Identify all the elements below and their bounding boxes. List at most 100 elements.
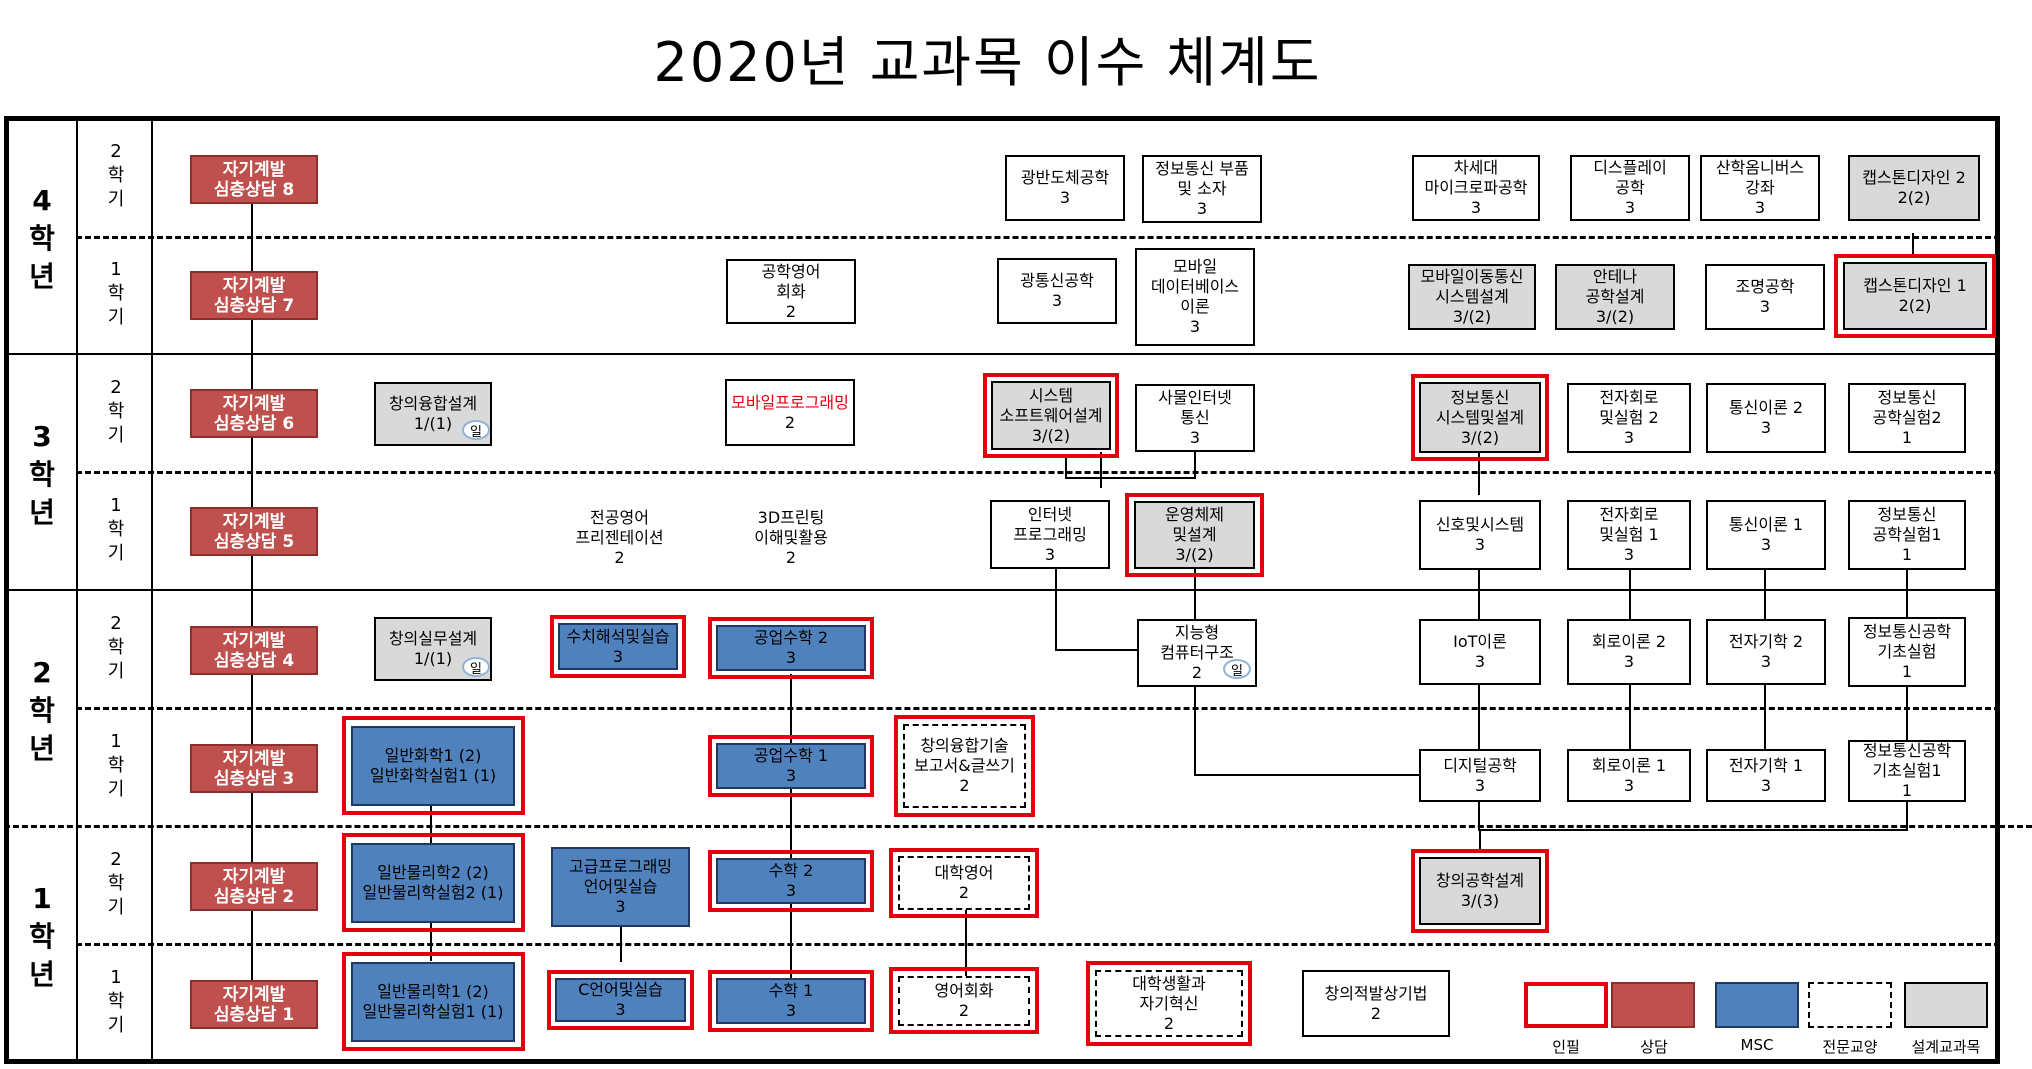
legend-design-label: 설계교과목 [1911, 1038, 1981, 1056]
course-info-sys-design[interactable]: 정보통신 시스템및설계 3/(2) [1419, 382, 1541, 453]
course-capstone1[interactable]: 캡스톤디자인 1 2(2) [1843, 262, 1987, 330]
required-outline [1834, 254, 1996, 338]
course-photonic-semi[interactable]: 광반도체공학 3 [1005, 155, 1125, 221]
course-mobile-db[interactable]: 모바일 데이터베이스 이론 3 [1135, 248, 1255, 346]
course-mobile-prog-name: 모바일프로그래밍 [731, 392, 849, 412]
course-college-life[interactable]: 대학생활과 자기혁신 2 [1095, 970, 1243, 1037]
required-outline [342, 833, 525, 932]
semester-label: 2 학 기 [107, 377, 125, 446]
course-numerical[interactable]: 수치해석및실습 3 [558, 623, 678, 670]
course-elec-lab1[interactable]: 전자회로 및실험 1 3 [1567, 500, 1691, 570]
required-outline [1411, 374, 1549, 461]
course-optical-comm[interactable]: 광통신공학 3 [997, 258, 1117, 324]
course-industry-omnibus[interactable]: 산학옴니버스 강좌 3 [1700, 155, 1820, 221]
legend-liberal-swatch [1808, 982, 1892, 1028]
course-mobile-prog[interactable]: 모바일프로그래밍 2 [725, 379, 855, 446]
course-3d-printing[interactable]: 3D프린팅 이해및활용 2 [754, 508, 828, 567]
semester-label: 1 학 기 [107, 731, 125, 800]
course-circuit1[interactable]: 회로이론 1 3 [1567, 749, 1691, 802]
course-c-lang[interactable]: C언어및실습 3 [555, 978, 686, 1022]
semester-label: 1 학 기 [107, 259, 125, 328]
course-digital-eng[interactable]: 디지털공학 3 [1419, 749, 1541, 802]
course-comm-theory2[interactable]: 통신이론 2 3 [1706, 383, 1826, 453]
course-counsel-2[interactable]: 자기계발 심층상담 2 [190, 862, 318, 911]
required-outline [894, 715, 1035, 817]
course-em2[interactable]: 전자기학 2 3 [1706, 619, 1826, 685]
semester-label: 1 학 기 [107, 495, 125, 564]
semester-divider [76, 707, 2000, 710]
course-eng-math2[interactable]: 공업수학 2 3 [716, 625, 866, 671]
course-eng-conv-engineering[interactable]: 공학영어 회화 2 [726, 259, 856, 324]
course-elec-lab2[interactable]: 전자회로 및실험 2 3 [1567, 383, 1691, 453]
course-sys-software[interactable]: 시스템 소프트웨어설계 3/(2) [991, 381, 1111, 450]
required-outline [342, 716, 525, 815]
semester-label: 1 학 기 [107, 967, 125, 1036]
course-lighting[interactable]: 조명공학 3 [1705, 264, 1825, 330]
legend-required-label: 인필 [1552, 1038, 1580, 1056]
required-outline [708, 850, 874, 912]
year-divider-dashed [4, 825, 2032, 828]
year-divider [4, 589, 2000, 591]
course-creative-fusion-design[interactable]: 창의융합설계 1/(1) [374, 382, 492, 446]
course-phys2[interactable]: 일반물리학2 (2) 일반물리학실험2 (1) [351, 843, 515, 923]
course-em1[interactable]: 전자기학 1 3 [1706, 749, 1826, 802]
semester-divider [76, 943, 2000, 946]
course-info-basic-lab1[interactable]: 정보통신공학 기초실험1 1 [1848, 740, 1966, 802]
course-chem1[interactable]: 일반화학1 (2) 일반화학실험1 (1) [351, 726, 515, 806]
required-outline [1086, 961, 1252, 1046]
course-math2[interactable]: 수학 2 3 [716, 858, 866, 904]
course-mobile-prog-credit: 2 [784, 412, 796, 432]
course-iot-comm[interactable]: 사물인터넷 통신 3 [1135, 384, 1255, 452]
course-counsel-6[interactable]: 자기계발 심층상담 6 [190, 389, 318, 438]
legend-counsel-label: 상담 [1640, 1038, 1668, 1056]
course-circuit2[interactable]: 회로이론 2 3 [1567, 619, 1691, 685]
course-counsel-8[interactable]: 자기계발 심층상담 8 [190, 155, 318, 204]
course-info-basic-lab[interactable]: 정보통신공학 기초실험 1 [1848, 617, 1966, 687]
year-label-2: 2 학 년 [29, 656, 55, 765]
course-college-english[interactable]: 대학영어 2 [898, 856, 1030, 910]
semester-divider [76, 236, 2000, 239]
course-os-design[interactable]: 운영체제 및설계 3/(2) [1134, 501, 1255, 569]
course-english-conv[interactable]: 영어회화 2 [898, 976, 1030, 1026]
course-info-parts[interactable]: 정보통신 부품 및 소자 3 [1142, 155, 1262, 223]
course-counsel-5[interactable]: 자기계발 심층상담 5 [190, 507, 318, 556]
course-comm-theory1[interactable]: 통신이론 1 3 [1706, 500, 1826, 570]
course-info-lab1[interactable]: 정보통신 공학실험1 1 [1848, 500, 1966, 570]
semester-label: 2 학 기 [107, 141, 125, 210]
legend-liberal-label: 전문교양 [1822, 1038, 1878, 1056]
semester-divider [76, 471, 2000, 474]
required-outline [550, 615, 686, 678]
course-eng-presentation[interactable]: 전공영어 프리젠테이션 2 [575, 508, 664, 567]
required-outline [983, 373, 1119, 458]
course-counsel-1[interactable]: 자기계발 심층상담 1 [190, 980, 318, 1029]
required-outline [1125, 493, 1264, 577]
course-internet-prog[interactable]: 인터넷 프로그래밍 3 [990, 500, 1110, 569]
course-counsel-3[interactable]: 자기계발 심층상담 3 [190, 744, 318, 793]
course-creative-eng-design[interactable]: 창의공학설계 3/(3) [1419, 857, 1541, 925]
required-outline [342, 952, 525, 1051]
course-display[interactable]: 디스플레이 공학 3 [1570, 155, 1690, 221]
course-adv-prog[interactable]: 고급프로그래밍 언어및실습 3 [551, 847, 690, 927]
required-outline [708, 617, 874, 679]
course-math1[interactable]: 수학 1 3 [716, 978, 866, 1024]
course-creative-idea[interactable]: 창의적발상기법 2 [1302, 970, 1450, 1037]
course-iot-theory[interactable]: IoT이론 3 [1419, 619, 1541, 685]
course-fusion-report[interactable]: 창의융합기술 보고서&글쓰기 2 [903, 724, 1026, 808]
semester-label: 2 학 기 [107, 613, 125, 682]
legend-msc-swatch [1715, 982, 1799, 1028]
legend-required-swatch [1524, 982, 1608, 1028]
course-eng-math1[interactable]: 공업수학 1 3 [716, 743, 866, 789]
course-antenna[interactable]: 안테나 공학설계 3/(2) [1555, 264, 1675, 330]
badge-il: 일 [1223, 659, 1251, 679]
course-phys1[interactable]: 일반물리학1 (2) 일반물리학실험1 (1) [351, 962, 515, 1042]
course-counsel-4[interactable]: 자기계발 심층상담 4 [190, 626, 318, 675]
course-info-lab2[interactable]: 정보통신 공학실험2 1 [1848, 383, 1966, 453]
course-mobile-comm-sys[interactable]: 모바일이동통신 시스템설계 3/(2) [1408, 264, 1536, 330]
required-outline [708, 970, 874, 1032]
course-next-micro[interactable]: 차세대 마이크로파공학 3 [1412, 155, 1540, 221]
course-capstone2[interactable]: 캡스톤디자인 2 2(2) [1848, 155, 1980, 221]
year-label-1: 1 학 년 [29, 882, 55, 991]
course-signal-sys[interactable]: 신호및시스템 3 [1419, 500, 1541, 570]
course-counsel-7[interactable]: 자기계발 심층상담 7 [190, 271, 318, 320]
